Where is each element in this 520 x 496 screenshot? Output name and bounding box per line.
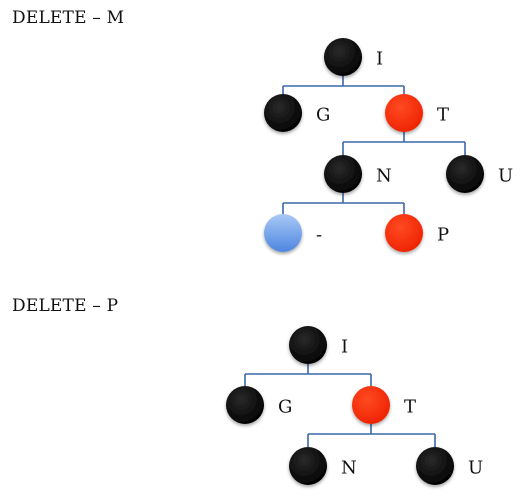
- node-label-0-P: P: [437, 225, 449, 246]
- node-label-1-G: G: [278, 397, 292, 418]
- node-circle-black: [446, 155, 484, 193]
- tree-node-1-T: T: [352, 386, 416, 424]
- node-label-1-U: U: [468, 458, 483, 479]
- node-circle-black: [416, 447, 454, 485]
- node-circle-black: [264, 94, 302, 132]
- node-label-1-I: I: [341, 337, 348, 358]
- tree-node-0-I: I: [324, 38, 383, 76]
- tree-node-0-N: N: [324, 155, 392, 193]
- node-circle-black: [226, 386, 264, 424]
- node-circle-black: [289, 326, 327, 364]
- tree-node-1-G: G: [226, 386, 292, 424]
- node-label-0-U: U: [498, 166, 513, 187]
- node-circle-red: [352, 386, 390, 424]
- node-circle-red: [385, 214, 423, 252]
- node-label-0-X: -: [316, 225, 322, 246]
- node-circle-black: [289, 447, 327, 485]
- node-circle-black: [324, 38, 362, 76]
- tree-node-0-T: T: [385, 94, 449, 132]
- tree-node-1-U: U: [416, 447, 483, 485]
- node-label-1-T: T: [404, 397, 416, 418]
- node-circle-red: [385, 94, 423, 132]
- tree-node-1-N: N: [289, 447, 357, 485]
- node-label-0-G: G: [316, 105, 330, 126]
- node-circle-blue: [264, 214, 302, 252]
- tree-node-1-I: I: [289, 326, 348, 364]
- tree-node-0-X: -: [264, 214, 322, 252]
- node-label-1-N: N: [341, 458, 357, 479]
- node-circle-black: [324, 155, 362, 193]
- tree-node-0-G: G: [264, 94, 330, 132]
- node-label-0-I: I: [376, 49, 383, 70]
- node-label-0-N: N: [376, 166, 392, 187]
- node-label-0-T: T: [437, 105, 449, 126]
- section-title-delete-p: DELETE – P: [12, 296, 119, 316]
- tree-node-0-P: P: [385, 214, 449, 252]
- section-title-delete-m: DELETE – M: [12, 8, 125, 28]
- tree-node-0-U: U: [446, 155, 513, 193]
